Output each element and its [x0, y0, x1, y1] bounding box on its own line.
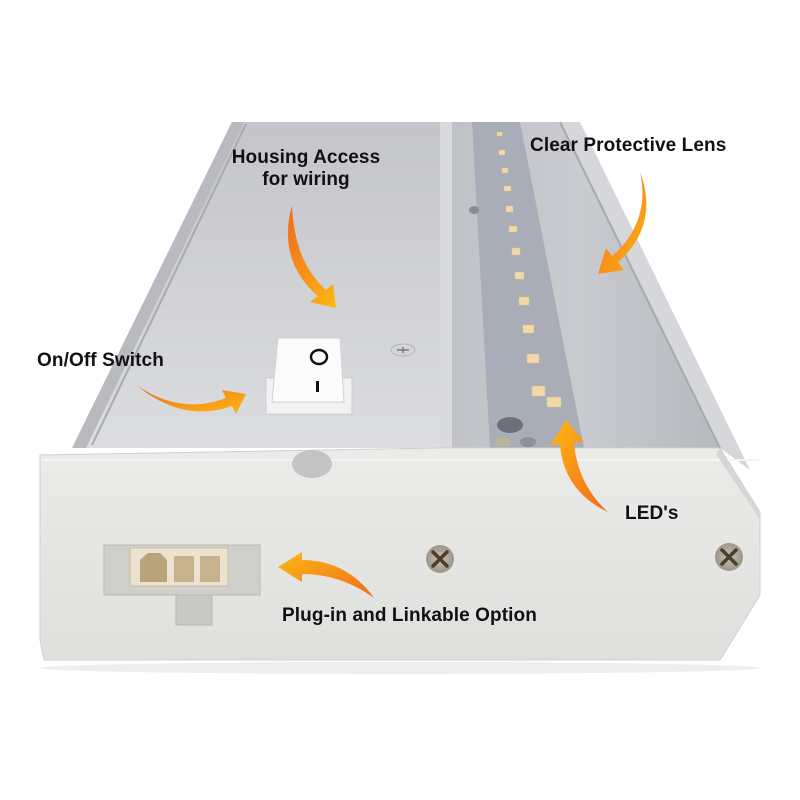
connector-port	[103, 544, 261, 626]
led-pcb	[472, 122, 584, 448]
led-chips	[496, 131, 562, 408]
arrow-on-off	[136, 385, 246, 414]
end-cap-face	[39, 447, 761, 661]
arrow-plug-in	[278, 552, 374, 598]
callout-clear-lens: Clear Protective Lens	[530, 135, 727, 156]
callout-housing-access-line2: for wiring	[262, 169, 350, 190]
rocker-switch	[265, 337, 353, 415]
callout-housing-access: Housing Access for wiring	[206, 147, 406, 191]
housing-top-panel	[72, 122, 440, 448]
callout-leds: LED's	[625, 503, 679, 524]
callout-plug-in: Plug-in and Linkable Option	[282, 605, 537, 626]
access-hole	[292, 450, 332, 478]
arrow-leds	[550, 420, 608, 512]
face-screw-right	[712, 540, 746, 574]
arrow-housing-access	[287, 206, 336, 308]
face-screw-left	[423, 542, 457, 576]
callout-on-off-switch: On/Off Switch	[37, 350, 164, 371]
arrow-clear-lens	[598, 172, 647, 274]
callout-housing-access-line1: Housing Access	[231, 147, 381, 168]
